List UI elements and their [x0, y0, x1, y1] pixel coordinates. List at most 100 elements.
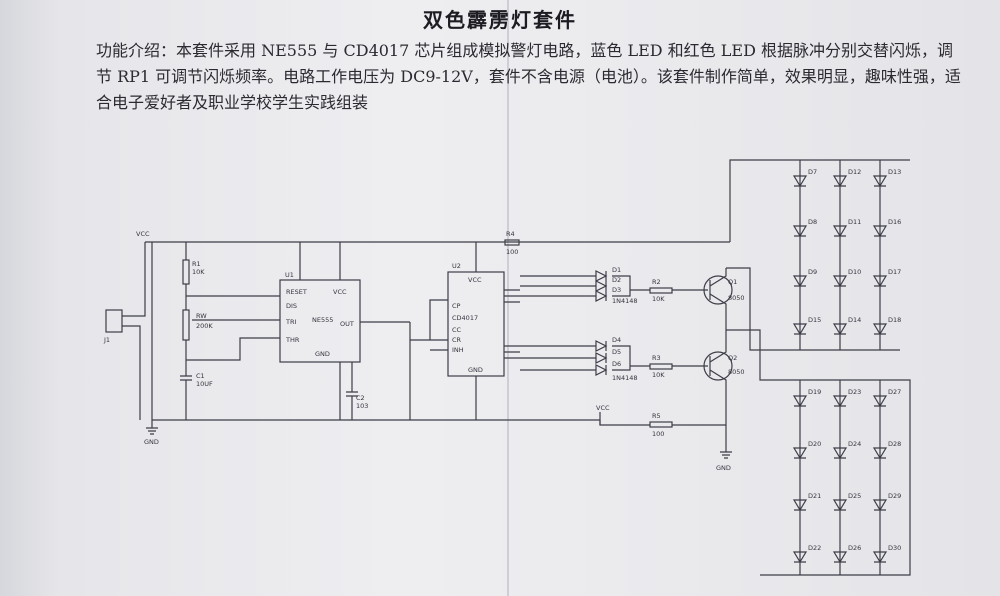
q1-ref: Q1: [728, 278, 737, 286]
rp1-ref: RW: [196, 312, 207, 320]
led-top-label: D11: [848, 218, 861, 226]
led-top-label: D12: [848, 168, 861, 176]
cd4017-cp: CP: [452, 302, 461, 310]
led-bottom-columns: [799, 380, 881, 575]
vcc-rail: [145, 159, 910, 243]
ic-ne555: [279, 279, 361, 363]
led-top-label: D8: [808, 218, 817, 226]
ne555-tri: TRI: [285, 318, 296, 326]
connector-wires: [122, 242, 146, 420]
ne555-dis: DIS: [286, 302, 297, 310]
gnd-rail: [152, 419, 601, 425]
led-top-label: D13: [888, 168, 901, 176]
led-bottom-label: D30: [888, 544, 901, 552]
led-bottom-label: D27: [888, 388, 901, 396]
r2-value: 10K: [652, 295, 665, 303]
rp1-value: 200K: [196, 322, 213, 330]
q1-part: 8050: [728, 294, 745, 302]
base-wires: [672, 289, 708, 367]
led-bottom-label: D25: [848, 492, 861, 500]
led-bottom-label: D29: [888, 492, 901, 500]
led-bottom-label: D28: [888, 440, 901, 448]
r1-ref: R1: [192, 260, 201, 268]
led-top-label: D18: [888, 316, 901, 324]
ne555-reset: RESET: [286, 288, 307, 296]
connector-j1-label: J1: [103, 336, 110, 344]
diode-d5: D5: [612, 348, 621, 356]
resistor-r5: [649, 421, 673, 428]
diode-part-top: 1N4148: [612, 297, 638, 305]
led-top-label: D9: [808, 268, 817, 276]
diode-d6: D6: [612, 360, 621, 368]
q2-leads: [709, 350, 727, 452]
r3-ref: R3: [652, 354, 661, 362]
ne555-gnd: GND: [315, 350, 330, 358]
q1-body: [703, 275, 733, 305]
led-bottom-label: D19: [808, 388, 821, 396]
led-bottom-label: D21: [808, 492, 821, 500]
ne555-vcc: VCC: [333, 288, 347, 296]
led-top-label: D17: [888, 268, 901, 276]
c1-value: 10UF: [196, 380, 213, 388]
connector-j1: [105, 309, 123, 333]
transistor-q2: Q2 8050: [703, 350, 745, 452]
ne555-thr: THR: [285, 336, 300, 344]
q1-leads: [709, 268, 727, 350]
potentiometer-rp1: [182, 309, 190, 341]
led-matrix-bottom: D19 D23 D27 D20 D24 D28 D21 D25 D29 D22 …: [792, 380, 901, 575]
ne555-name: NE555: [312, 316, 333, 324]
intro-text: 本套件采用 NE555 与 CD4017 芯片组成模拟警灯电路，蓝色 LED 和…: [96, 41, 961, 112]
c2-value: 103: [356, 402, 368, 410]
cd4017-cr: CR: [452, 336, 462, 344]
r5-ref: R5: [652, 412, 661, 420]
intro-paragraph: 功能介绍：本套件采用 NE555 与 CD4017 芯片组成模拟警灯电路，蓝色 …: [96, 38, 966, 116]
diode-d2: D2: [612, 276, 621, 284]
diode-d4: D4: [612, 336, 621, 344]
diode-symbols-bottom: [595, 340, 608, 376]
led-top-label: D7: [808, 168, 817, 176]
led-matrix-top: D7 D12 D13 D8 D11 D16 D9 D10 D17 D15 D14…: [792, 160, 901, 350]
vcc-label: VCC: [136, 230, 150, 238]
cd4017-output-wires: [504, 289, 520, 359]
diode-group-bottom: D4 D5 D6 1N4148: [520, 336, 650, 382]
q-gnd-symbol: [720, 451, 732, 459]
diode-top-wires: [520, 275, 650, 297]
ne555-ref: U1: [285, 271, 294, 279]
gnd-symbol: [146, 242, 158, 435]
led-top-label: D14: [848, 316, 861, 324]
led-symbols-top: [792, 175, 888, 336]
diode-bottom-wires: [520, 345, 650, 371]
led-bottom-label: D22: [808, 544, 821, 552]
cd4017-vcc: VCC: [468, 276, 482, 284]
led-top-columns: [799, 160, 881, 350]
led-bottom-label: D20: [808, 440, 821, 448]
paper-fold-line: [507, 0, 509, 596]
q2-part: 8050: [728, 368, 745, 376]
r2-ref: R2: [652, 278, 661, 286]
resistor-r2: [649, 287, 673, 294]
led-top-label: D10: [848, 268, 861, 276]
led-top-label: D15: [808, 316, 821, 324]
r4-ref: R4: [506, 230, 515, 238]
gnd-label: GND: [144, 438, 159, 446]
resistor-r1: [182, 259, 190, 285]
q-gnd-label: GND: [716, 464, 731, 472]
led-symbols-bottom: [792, 395, 888, 564]
diode-symbols-top: [595, 270, 608, 302]
timing-to-555-wires: [186, 295, 270, 361]
diode-part-bottom: 1N4148: [612, 374, 638, 382]
cd4017-name: CD4017: [452, 314, 478, 322]
c1-ref: C1: [196, 372, 205, 380]
r4-value: 100: [506, 248, 518, 256]
timing-network-wires: [180, 242, 192, 420]
collector-wires: [726, 267, 911, 576]
led-bottom-label: D26: [848, 544, 861, 552]
transistor-q1: Q1 8050: [703, 268, 745, 350]
ne555-out: OUT: [340, 320, 354, 328]
r5-vcc-label: VCC: [596, 404, 610, 412]
diode-d1: D1: [612, 266, 621, 274]
cd4017-pin-wires: [409, 242, 477, 420]
led-top-label: D16: [888, 218, 901, 226]
